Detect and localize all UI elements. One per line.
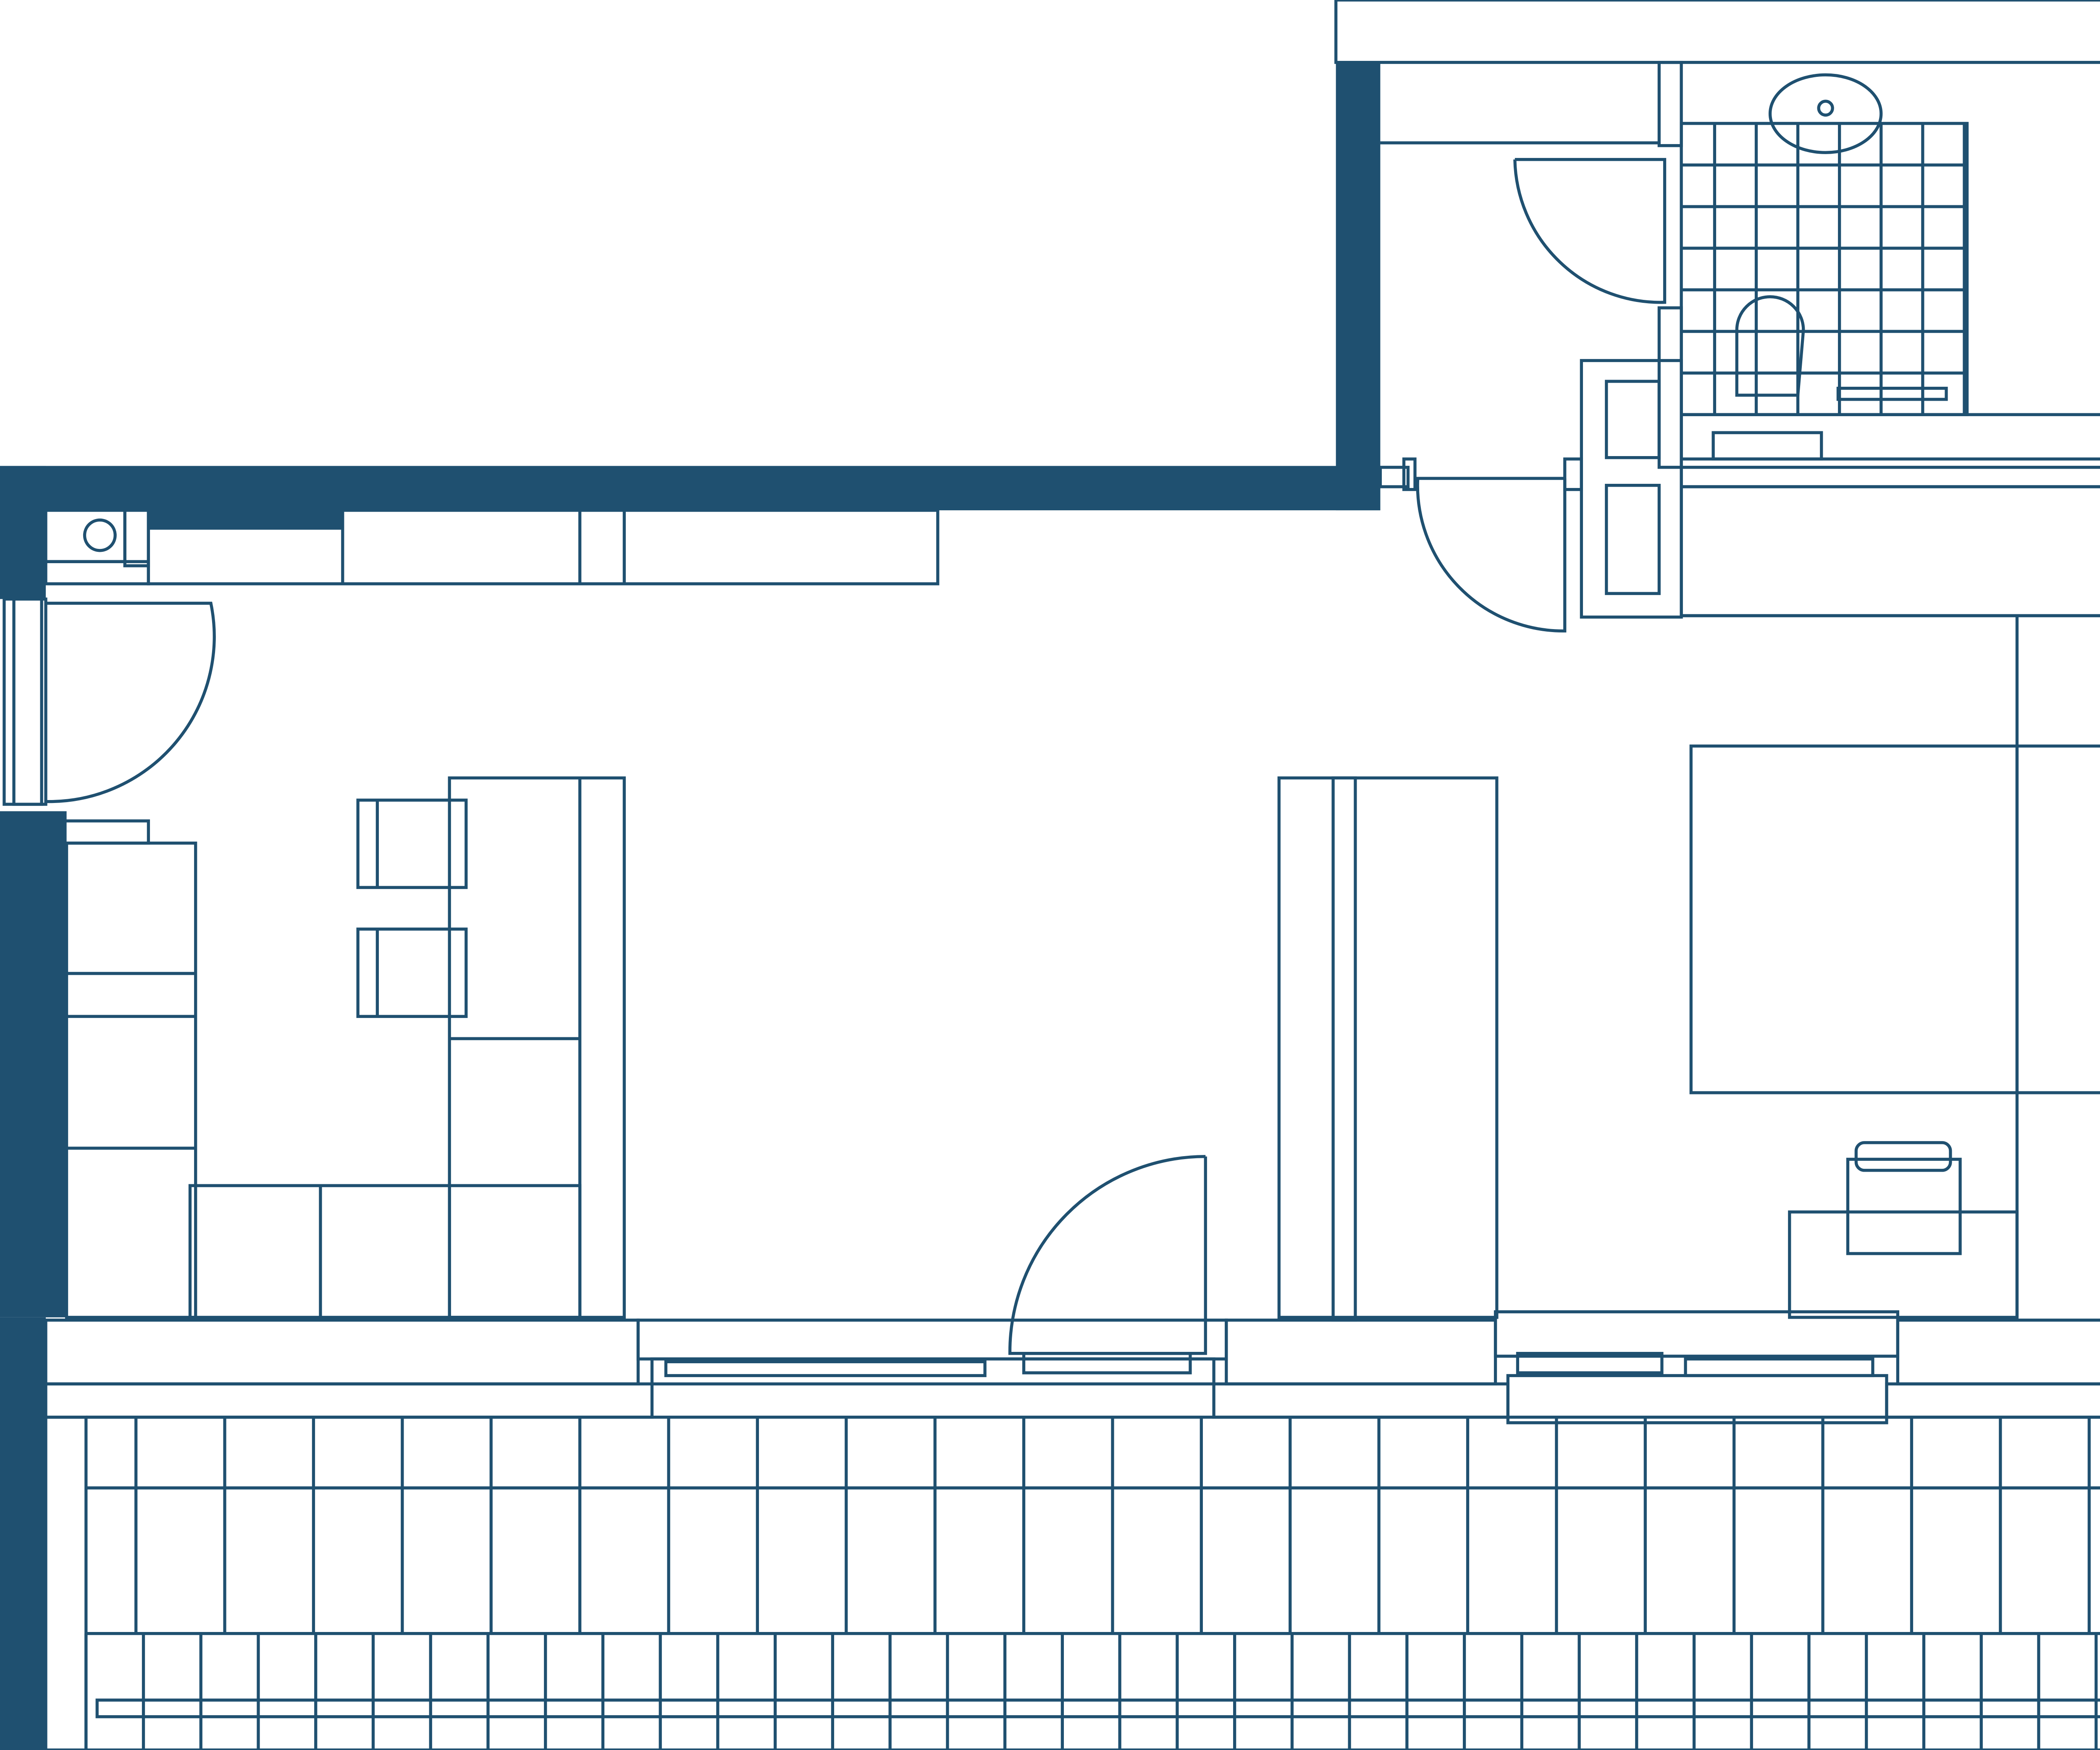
doors [45, 158, 1667, 1355]
bedroom [1680, 485, 2100, 1319]
hall-door [1416, 477, 1567, 633]
kitchen-counter [44, 509, 940, 585]
balcony-railing [95, 1698, 2100, 1719]
wardrobe-left [65, 841, 197, 1319]
balcony-slab-edge [44, 1382, 2100, 1750]
sink [1768, 73, 1883, 154]
exterior-walls [0, 62, 1381, 1750]
entrance-door [45, 601, 216, 803]
bathroom-door [1513, 158, 1667, 304]
windows [3, 597, 1900, 1425]
toilet [1735, 295, 1805, 397]
balcony-door [1008, 1155, 1207, 1355]
dining-area [188, 776, 626, 1319]
partition-wardrobe [1277, 776, 1499, 1319]
desk [1788, 1210, 2019, 1319]
chair [356, 927, 468, 1018]
bed [1689, 744, 2100, 1094]
balcony-tiles [84, 1415, 2100, 1750]
chair [356, 798, 468, 889]
bathroom [1380, 73, 2100, 461]
chair [1846, 1157, 1962, 1255]
